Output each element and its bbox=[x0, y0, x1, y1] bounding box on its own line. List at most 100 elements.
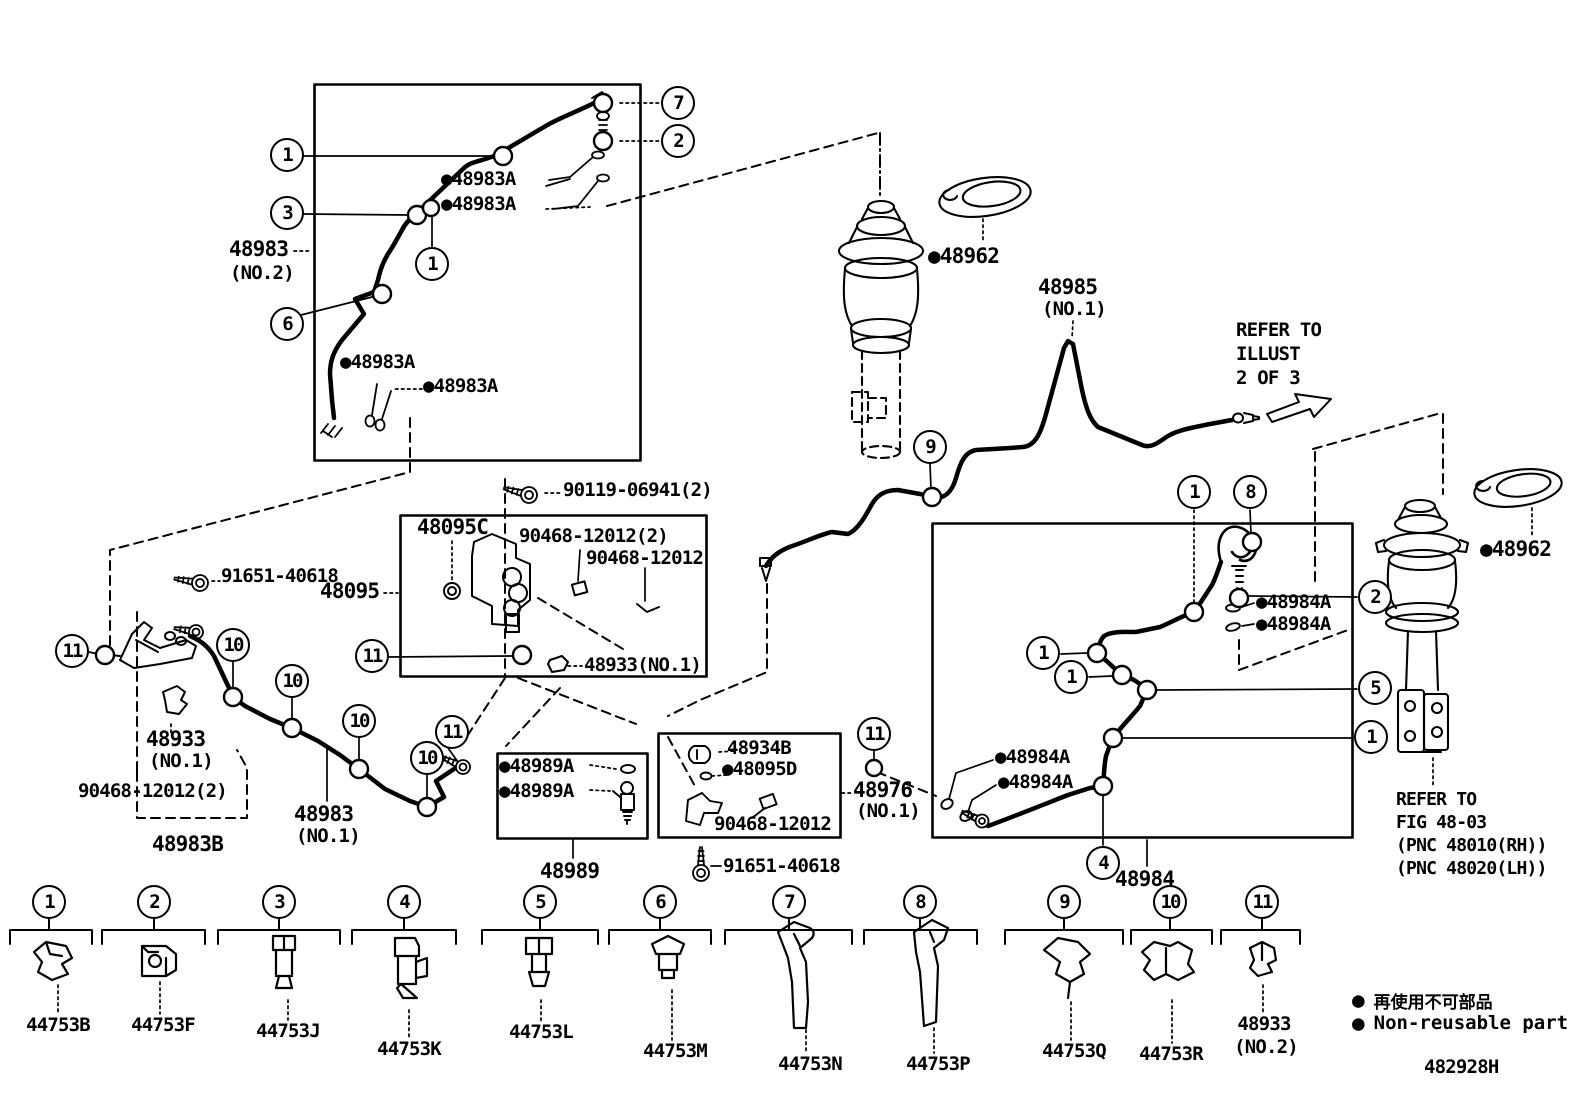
bottom-callout-11: 11 bbox=[1245, 885, 1279, 919]
part-label-90468-12012: 90468-12012 bbox=[586, 547, 704, 569]
callout-10: 10 bbox=[216, 628, 250, 662]
bottom-part-44753f: 44753F bbox=[131, 1014, 196, 1036]
part-label-48095: 48095 bbox=[320, 579, 380, 603]
bottom-callout-9: 9 bbox=[1047, 885, 1081, 919]
bottom-part-44753l: 44753L bbox=[509, 1021, 574, 1043]
bottom-callout-8: 8 bbox=[903, 885, 937, 919]
callout-6: 6 bbox=[270, 307, 304, 341]
callout-3: 3 bbox=[270, 196, 304, 230]
callout-9: 9 bbox=[913, 430, 947, 464]
callout-10: 10 bbox=[410, 741, 444, 775]
callout-10: 10 bbox=[342, 704, 376, 738]
part-label-48976: 48976 bbox=[853, 778, 913, 802]
part-label-48984: 48984 bbox=[1115, 867, 1175, 891]
part-label-48983-no1-note: (NO.1) bbox=[296, 825, 361, 847]
part-label-48984a: ●48984A bbox=[1256, 591, 1331, 613]
leader-lines bbox=[88, 155, 1358, 867]
bottom-callout-6: 6 bbox=[643, 885, 677, 919]
note-line: 2 OF 3 bbox=[1236, 366, 1301, 389]
bottom-callout-5: 5 bbox=[523, 885, 557, 919]
bottom-callout-1: 1 bbox=[32, 885, 66, 919]
arrow-icon bbox=[1266, 393, 1332, 423]
note-line: FIG 48-03 bbox=[1396, 812, 1487, 834]
bottom-part-48933: 48933 bbox=[1237, 1013, 1291, 1035]
bottom-part-44753n: 44753N bbox=[778, 1053, 843, 1075]
callout-1: 1 bbox=[415, 247, 449, 281]
bottom-part-44753p: 44753P bbox=[906, 1053, 971, 1075]
note-line: ILLUST bbox=[1236, 342, 1301, 365]
bottom-callout-2: 2 bbox=[137, 885, 171, 919]
part-label-48989a: ●48989A bbox=[499, 780, 574, 802]
center-strut bbox=[837, 199, 925, 460]
callout-1: 1 bbox=[1354, 720, 1388, 754]
part-label-48983a: ●48983A bbox=[423, 375, 498, 397]
callout-11: 11 bbox=[857, 717, 891, 751]
part-label-48983-no1: 48983 bbox=[294, 802, 354, 826]
part-label-90119-06941: 90119-06941(2) bbox=[563, 479, 713, 501]
part-label-90468-12012: 90468-12012 bbox=[714, 813, 832, 835]
callout-4: 4 bbox=[1086, 846, 1120, 880]
part-label-48985-note: (NO.1) bbox=[1042, 298, 1107, 320]
part-label-48933-no1: 48933(NO.1) bbox=[584, 654, 702, 676]
screw-91651-bottom bbox=[692, 846, 710, 882]
callout-11: 11 bbox=[435, 715, 469, 749]
legend-jp-text: 再使用不可部品 bbox=[1373, 993, 1493, 1013]
part-label-48095c: 48095C bbox=[417, 515, 489, 539]
part-label-91651-40618: 91651-40618 bbox=[221, 565, 339, 587]
part-label-48933: 48933 bbox=[146, 727, 206, 751]
part-label-48962: ●48962 bbox=[1480, 537, 1552, 561]
part-label-48934b: 48934B bbox=[727, 737, 792, 759]
non-reusable-dot-icon: ● bbox=[1352, 988, 1365, 1012]
gasket-48962-center bbox=[938, 176, 1032, 218]
part-label-48976-note: (NO.1) bbox=[856, 800, 921, 822]
part-label-48983b: 48983B bbox=[152, 832, 224, 856]
part-label-48984a: ●48984A bbox=[1256, 613, 1331, 635]
bottom-callout-4: 4 bbox=[387, 885, 421, 919]
bottom-clip-glyphs bbox=[32, 918, 1278, 1030]
part-label-90468-12012-2: 90468-12012(2) bbox=[78, 780, 228, 802]
bottom-part-44753q: 44753Q bbox=[1042, 1040, 1107, 1062]
part-label-48984a: ●48984A bbox=[995, 746, 1070, 768]
callout-1: 1 bbox=[1177, 475, 1211, 509]
callout-10: 10 bbox=[275, 664, 309, 698]
part-label-90468-12012-2: 90468-12012(2) bbox=[519, 525, 669, 547]
part-label-48983a: ●48983A bbox=[441, 168, 516, 190]
right-strut bbox=[1374, 498, 1470, 754]
figure-code: 482928H bbox=[1424, 1056, 1499, 1078]
legend-en-text: Non-reusable part bbox=[1373, 1012, 1569, 1034]
bottom-part-44753r: 44753R bbox=[1139, 1043, 1204, 1065]
callout-7: 7 bbox=[661, 86, 695, 120]
note-refer-illust: REFER TO ILLUST 2 OF 3 bbox=[1236, 319, 1322, 390]
part-label-48985: 48985 bbox=[1038, 275, 1098, 299]
bottom-part-44753b: 44753B bbox=[26, 1014, 91, 1036]
legend-nonreusable-jp: ● 再使用不可部品 bbox=[1352, 988, 1493, 1014]
part-label-48962: ●48962 bbox=[928, 244, 1000, 268]
bottom-part-44753m: 44753M bbox=[643, 1040, 708, 1062]
non-reusable-dot-icon: ● bbox=[1352, 1010, 1365, 1035]
valve-48095 bbox=[443, 485, 660, 673]
part-label-48983a: ●48983A bbox=[340, 351, 415, 373]
note-line: (PNC 48010(RH)) bbox=[1396, 835, 1547, 857]
note-line: (PNC 48020(LH)) bbox=[1396, 858, 1547, 880]
part-label-48984a: ●48984A bbox=[998, 771, 1073, 793]
callout-5: 5 bbox=[1358, 671, 1392, 705]
bottom-part-44753k: 44753K bbox=[377, 1038, 442, 1060]
part-label-48989a: ●48989A bbox=[499, 755, 574, 777]
bottom-part-44753j: 44753J bbox=[256, 1020, 321, 1042]
pipe-48985 bbox=[759, 338, 1260, 582]
callout-11: 11 bbox=[55, 634, 89, 668]
part-label-48933-note: (NO.1) bbox=[149, 750, 214, 772]
note-line: REFER TO bbox=[1396, 789, 1477, 810]
part-label-48983a: ●48983A bbox=[441, 193, 516, 215]
bottom-callout-10: 10 bbox=[1153, 885, 1187, 919]
note-line: REFER TO bbox=[1236, 319, 1322, 341]
connector-dots bbox=[94, 92, 1263, 818]
gasket-48962-right bbox=[1473, 468, 1563, 508]
bottom-callout-3: 3 bbox=[262, 885, 296, 919]
part-label-48983-no2: 48983 bbox=[229, 237, 289, 261]
bottom-callout-7: 7 bbox=[772, 885, 806, 919]
bottom-part-48933-note: (NO.2) bbox=[1234, 1036, 1299, 1058]
legend-nonreusable-en: ● Non-reusable part bbox=[1352, 1012, 1568, 1034]
